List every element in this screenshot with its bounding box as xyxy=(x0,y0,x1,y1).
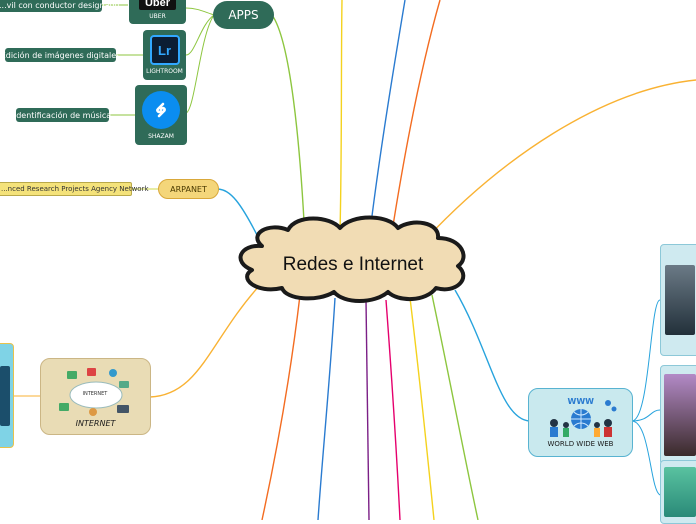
app-desc-lightroom[interactable]: Edición de imágenes digitales xyxy=(1,48,120,62)
app-name-shazam: SHAZAM xyxy=(148,132,174,140)
image-placeholder xyxy=(665,265,695,335)
center-cloud xyxy=(238,215,466,303)
branch-bottom-yellow xyxy=(409,297,435,520)
shazam-icon xyxy=(142,90,180,129)
image-placeholder xyxy=(664,467,696,517)
arpanet-desc[interactable]: ...nced Research Projects Agency Network xyxy=(0,182,149,196)
branch-internet xyxy=(149,284,261,398)
center-title[interactable]: Redes e Internet xyxy=(282,254,424,275)
app-desc-shazam[interactable]: Identificación de música xyxy=(14,108,111,122)
app-name-lightroom: LIGHTROOM xyxy=(146,68,183,75)
app-desc-uber[interactable]: ...vil con conductor designado xyxy=(0,0,119,12)
branch-bottom-purple xyxy=(365,299,370,520)
branch-bottom-pink xyxy=(385,299,401,520)
branch-top-orange xyxy=(391,0,441,233)
www-illustration: WWW xyxy=(542,397,620,439)
branch-top-blue xyxy=(369,0,406,233)
app-name-uber: UBER xyxy=(149,13,166,20)
www-image-card-3[interactable] xyxy=(660,460,696,524)
arpanet-node[interactable]: ARPANET xyxy=(158,179,219,199)
branch-lines xyxy=(149,0,696,520)
image-placeholder xyxy=(0,365,10,426)
internet-illustration: INTERNET xyxy=(53,365,139,417)
www-image-card-2[interactable] xyxy=(660,365,696,465)
branch-top-yellow xyxy=(339,0,343,233)
internet-label: INTERNET xyxy=(75,419,116,428)
branch-bottom-blue xyxy=(317,297,336,520)
www-image-card-1[interactable] xyxy=(660,244,696,356)
apps-node[interactable]: APPS xyxy=(213,1,274,29)
uber-logo: Uber xyxy=(138,0,177,10)
internet-illustration-label: INTERNET xyxy=(82,391,108,397)
branch-bottom-orange xyxy=(261,294,301,520)
branch-arpanet xyxy=(217,188,263,246)
www-node[interactable]: WWW WORLD WIDE WEB xyxy=(528,388,633,457)
image-placeholder xyxy=(664,374,696,456)
branch-bottom-green xyxy=(431,294,479,520)
app-tile-lightroom[interactable]: Lr LIGHTROOM xyxy=(143,30,186,80)
internet-image-card[interactable] xyxy=(0,343,14,448)
lightroom-logo: Lr xyxy=(149,35,180,65)
branch-www xyxy=(454,289,531,422)
app-tile-shazam[interactable]: SHAZAM xyxy=(135,85,187,145)
www-sublines xyxy=(631,299,661,496)
branch-top-right xyxy=(424,79,696,241)
apps-sublines xyxy=(100,4,215,116)
www-label: WORLD WIDE WEB xyxy=(547,440,614,448)
app-tile-uber[interactable]: Uber UBER xyxy=(129,0,186,24)
internet-node[interactable]: INTERNET INTERNET xyxy=(40,358,151,435)
branch-apps xyxy=(271,14,306,241)
www-illustration-label: WWW xyxy=(567,397,594,406)
